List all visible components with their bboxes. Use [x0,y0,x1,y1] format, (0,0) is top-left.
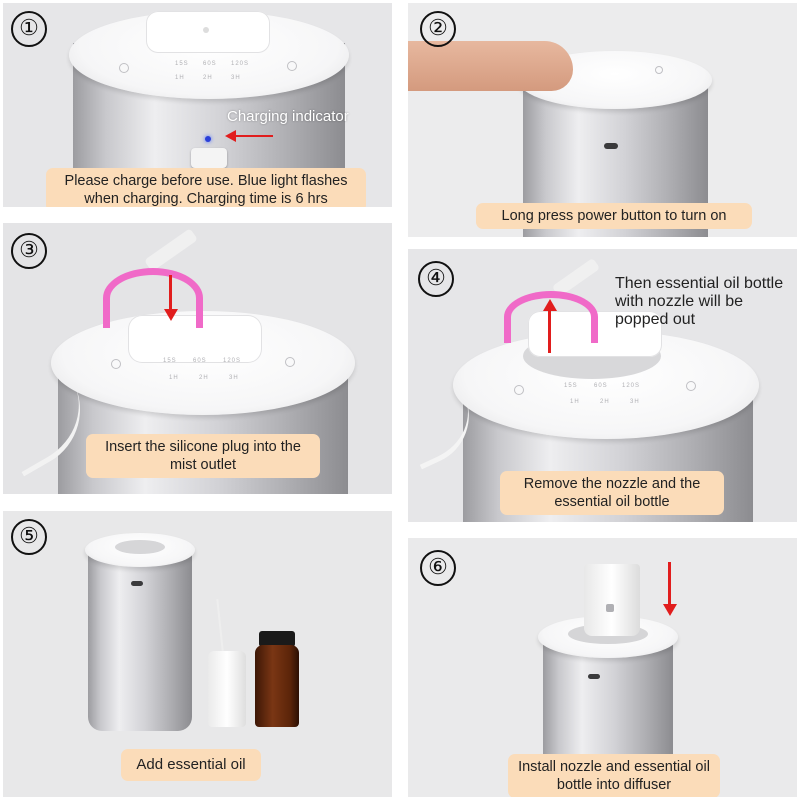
time-label-120s: 120S [223,358,242,364]
time-label-120s: 120S [231,61,250,67]
hour-label-3h: 3H [630,399,640,405]
power-icon [119,63,129,73]
step-3-caption: Insert the silicone plug into the mist o… [86,434,320,478]
step-2-number: ② [420,11,456,47]
hour-label-2h: 2H [203,75,213,81]
step-4-panel: ④ 15S 60S 120S 1H 2H 3H Then essential o… [408,249,797,522]
step-5-panel: ⑤ Add essential oil [3,511,392,797]
arrow-down-head [663,604,677,616]
nozzle [584,564,640,636]
charging-port [131,581,143,586]
arrow-left-head [225,130,236,142]
power-icon [111,359,121,369]
step-3-number: ③ [11,233,47,269]
charging-port [588,674,600,679]
silicone-plug [504,291,598,343]
hour-label-2h: 2H [600,399,610,405]
time-label-60s: 60S [203,61,217,67]
power-icon [514,385,524,395]
step-4-caption: Remove the nozzle and the essential oil … [500,471,724,515]
time-label-15s: 15S [163,358,177,364]
light-icon [686,381,696,391]
nozzle-hole [606,604,614,612]
finger [408,41,573,91]
arrow-up-head [543,299,557,311]
mist-outlet-opening [115,540,165,554]
charging-port [604,143,618,149]
step-3-panel: ③ 15S 60S 120S 1H 2H 3H Insert the silic… [3,223,392,494]
hour-label-2h: 2H [199,375,209,381]
oil-bottle-cap [259,631,295,647]
power-icon [655,66,663,74]
step-2-caption: Long press power button to turn on [476,203,752,229]
hour-label-3h: 3H [231,75,241,81]
time-label-15s: 15S [564,383,578,389]
step-1-number: ① [11,11,47,47]
step-5-number: ⑤ [11,519,47,555]
nozzle [208,651,246,727]
silicone-plug-tip [144,228,198,272]
hour-label-1h: 1H [570,399,580,405]
arrow-up-icon [548,309,551,353]
usb-cable-plug [191,148,227,168]
time-label-15s: 15S [175,61,189,67]
arrow-left-icon [235,135,273,137]
step-4-number: ④ [418,261,454,297]
step-6-panel: ⑥ Install nozzle and essential oil bottl… [408,538,797,797]
arrow-down-icon [668,562,671,606]
light-icon [287,61,297,71]
hour-label-1h: 1H [175,75,185,81]
time-label-120s: 120S [622,383,641,389]
step-1-panel: ① 15S 60S 120S 1H 2H 3H Charging indicat… [3,3,392,207]
arrow-down-head [164,309,178,321]
step-6-caption: Install nozzle and essential oil bottle … [508,754,720,797]
step-5-caption: Add essential oil [121,749,261,781]
charging-indicator-label: Charging indicator [227,108,349,125]
light-icon [285,357,295,367]
hour-label-1h: 1H [169,375,179,381]
arrow-down-icon [169,275,172,311]
oil-bottle [255,645,299,727]
step-6-number: ⑥ [420,550,456,586]
step-4-note: Then essential oil bottle with nozzle wi… [615,275,784,328]
step-2-panel: ② Long press power button to turn on [408,3,797,237]
mist-hole [203,27,209,33]
hour-label-3h: 3H [229,375,239,381]
nozzle-straw [216,599,224,651]
step-1-caption: Please charge before use. Blue light fla… [46,168,366,207]
time-label-60s: 60S [594,383,608,389]
diffuser-body [88,551,192,731]
charging-led [205,136,211,142]
time-label-60s: 60S [193,358,207,364]
silicone-plug [103,268,203,328]
